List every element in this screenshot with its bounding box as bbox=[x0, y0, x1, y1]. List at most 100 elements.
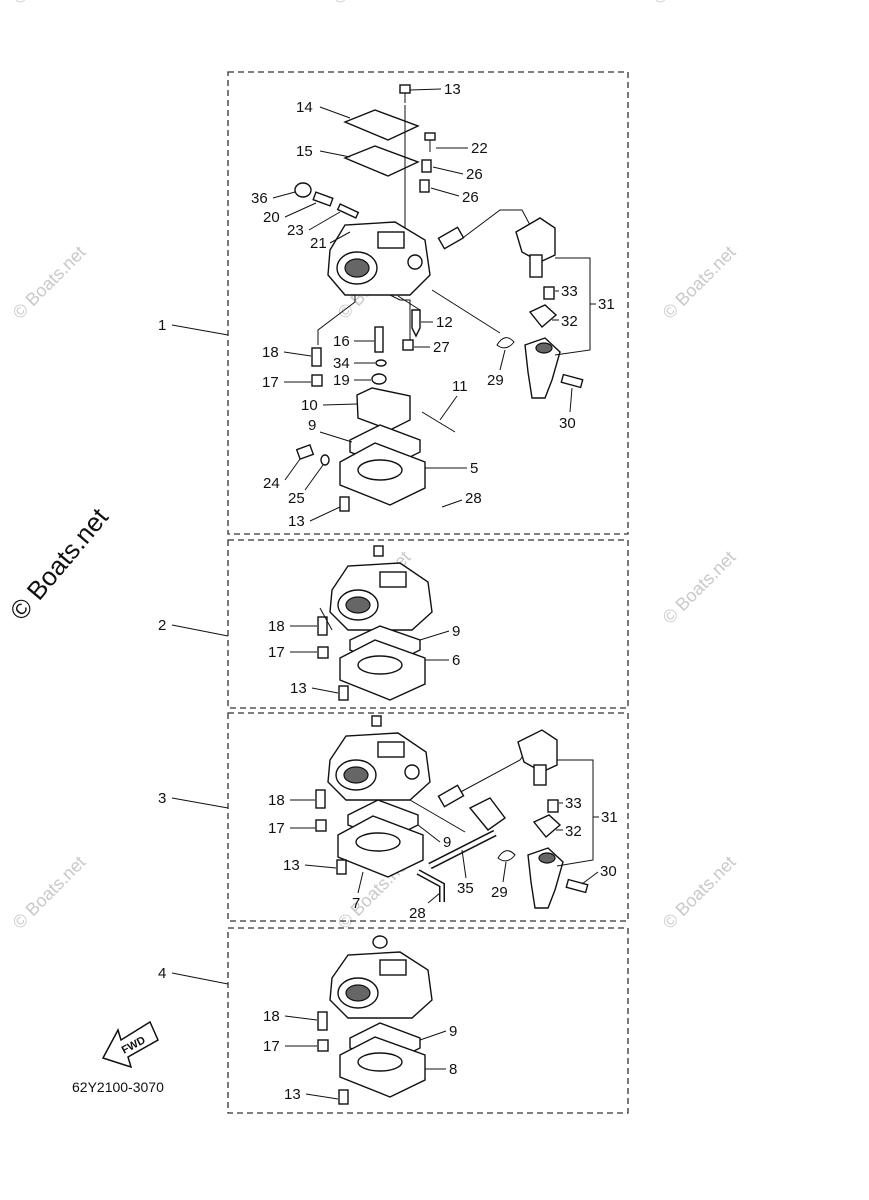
group-4-callouts: 18 9 17 8 13 bbox=[263, 1008, 457, 1103]
jet-16 bbox=[374, 326, 384, 353]
harness-wire-g3 bbox=[454, 749, 528, 796]
callout: 11 bbox=[452, 378, 468, 395]
callout: 30 bbox=[600, 863, 617, 880]
callout: 9 bbox=[443, 834, 451, 851]
group-frame-2 bbox=[227, 539, 629, 709]
callout: 22 bbox=[471, 140, 488, 157]
bracket-31-g3 bbox=[556, 759, 594, 867]
callout: 26 bbox=[462, 189, 479, 206]
callout: 19 bbox=[333, 372, 350, 389]
fwd-arrow-icon bbox=[101, 1020, 159, 1069]
group-label-1: 1 bbox=[158, 317, 229, 336]
callout: 28 bbox=[409, 905, 426, 922]
callout: 18 bbox=[262, 344, 279, 361]
harness-wire bbox=[459, 209, 531, 241]
screw-13-g2 bbox=[338, 685, 349, 701]
watermark-text: © Boats.net bbox=[329, 0, 410, 8]
callout: 17 bbox=[268, 644, 285, 661]
callout: 23 bbox=[287, 222, 304, 239]
screw-13-g4 bbox=[338, 1089, 349, 1105]
callout: 21 bbox=[310, 235, 327, 252]
callout: 13 bbox=[288, 513, 305, 530]
group-label-4: 4 bbox=[158, 965, 229, 985]
watermark-text: © Boats.net bbox=[9, 852, 90, 933]
carburetor-body-1 bbox=[327, 221, 431, 296]
callout: 14 bbox=[296, 99, 313, 116]
clamp-32-g3 bbox=[532, 814, 562, 839]
callout: 8 bbox=[449, 1061, 457, 1078]
callout: 5 bbox=[470, 460, 478, 477]
callout: 36 bbox=[251, 190, 268, 207]
needle-12 bbox=[411, 309, 421, 338]
callout: 13 bbox=[284, 1086, 301, 1103]
group-number: 3 bbox=[158, 790, 166, 807]
screw-33-g3 bbox=[547, 799, 559, 813]
screw-18-g1 bbox=[311, 347, 322, 367]
float-chamber-opening bbox=[357, 459, 403, 481]
plug-17-g2 bbox=[317, 646, 329, 659]
watermark-text: © Boats.net bbox=[659, 242, 740, 323]
callout: 20 bbox=[263, 209, 280, 226]
callout: 25 bbox=[288, 490, 305, 507]
screw-33-g1 bbox=[543, 286, 555, 300]
group-3-callouts: 33 31 18 32 17 9 13 30 35 29 7 28 bbox=[268, 792, 618, 922]
screw-30-g3 bbox=[565, 878, 589, 894]
group-4-parts bbox=[317, 935, 433, 1105]
oring-34 bbox=[375, 359, 387, 367]
callout: 13 bbox=[290, 680, 307, 697]
bracket-31-g1 bbox=[554, 257, 591, 356]
callout: 16 bbox=[333, 333, 350, 350]
sensor-stem-g3 bbox=[533, 764, 547, 786]
callout: 31 bbox=[601, 809, 618, 826]
clamp-32-g1 bbox=[528, 304, 558, 329]
screw-13-g1-bottom bbox=[339, 496, 350, 512]
callout: 33 bbox=[561, 283, 578, 300]
callout: 10 bbox=[301, 397, 318, 414]
group-number: 1 bbox=[158, 317, 166, 334]
screw-18-g2 bbox=[317, 616, 328, 636]
group-frame-4 bbox=[227, 927, 629, 1114]
screw-18-g3 bbox=[315, 789, 326, 809]
callout: 35 bbox=[457, 880, 474, 897]
bracket-g3 bbox=[527, 847, 564, 909]
carburetor-body-2 bbox=[329, 545, 433, 631]
callout: 24 bbox=[263, 475, 280, 492]
connector-g3 bbox=[437, 784, 465, 808]
guide-16 bbox=[317, 295, 356, 345]
guide-12 bbox=[397, 295, 421, 311]
group-2-callouts: 18 9 17 6 13 bbox=[268, 618, 460, 697]
watermark-large: © Boats.net bbox=[4, 502, 115, 626]
screw-20 bbox=[312, 191, 334, 207]
callout: 17 bbox=[262, 374, 279, 391]
carb-top-cover bbox=[343, 109, 420, 141]
callout: 12 bbox=[436, 314, 453, 331]
screw-13-g3 bbox=[336, 859, 347, 875]
bracket-hole bbox=[535, 342, 553, 354]
guide-29 bbox=[431, 289, 501, 334]
group-1-parts bbox=[294, 84, 591, 525]
callout: 15 bbox=[296, 143, 313, 160]
bracket-hole bbox=[538, 852, 556, 864]
screw-18-g4 bbox=[317, 1011, 328, 1031]
spring-26a bbox=[421, 159, 432, 173]
watermark-text: © Boats.net bbox=[659, 547, 740, 628]
callout: 29 bbox=[491, 884, 508, 901]
sensor-stem bbox=[529, 254, 543, 278]
callout: 30 bbox=[559, 415, 576, 432]
callout: 9 bbox=[308, 417, 316, 434]
float-chamber-opening bbox=[355, 832, 401, 852]
guide-27 bbox=[389, 294, 411, 345]
group-number: 4 bbox=[158, 965, 166, 982]
callout: 28 bbox=[465, 490, 482, 507]
callout: 29 bbox=[487, 372, 504, 389]
callout: 9 bbox=[452, 623, 460, 640]
plug-27 bbox=[402, 339, 414, 351]
callout: 6 bbox=[452, 652, 460, 669]
callout: 32 bbox=[561, 313, 578, 330]
bracket-g1 bbox=[524, 337, 561, 399]
group-frame-1 bbox=[227, 71, 629, 535]
callout: 18 bbox=[268, 618, 285, 635]
callout: 18 bbox=[268, 792, 285, 809]
hose-28-g3 bbox=[416, 869, 445, 902]
